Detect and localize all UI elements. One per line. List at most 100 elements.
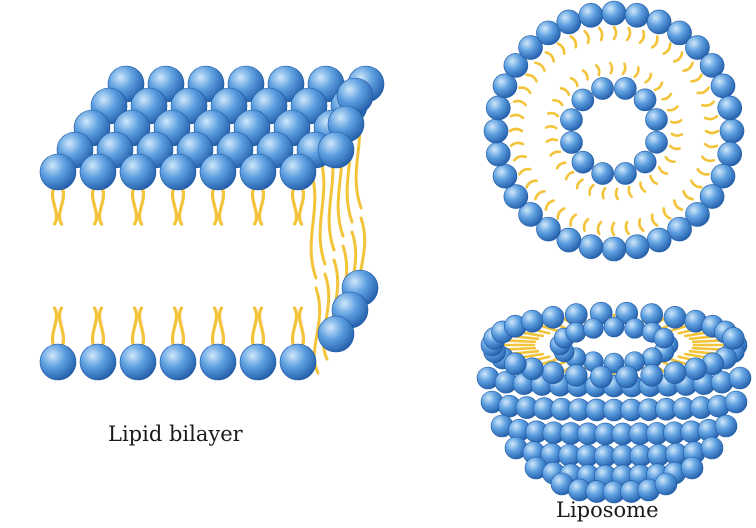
lipid-head <box>646 9 672 35</box>
lipid-tail <box>625 26 632 42</box>
lipid-head <box>541 361 565 385</box>
lipid-tail <box>596 220 603 236</box>
liposome-cross-section <box>483 0 745 262</box>
lipid-tail <box>690 179 703 189</box>
lipid-tail <box>508 127 524 133</box>
lipid-tail <box>638 217 645 233</box>
lipid-head <box>722 327 745 350</box>
lipid-tail <box>588 183 595 196</box>
lipid-head <box>724 390 748 414</box>
lipid-tail <box>170 306 179 350</box>
lipid-head <box>663 361 687 385</box>
lipid-tail <box>670 132 684 137</box>
lipid-head <box>541 305 565 329</box>
lipid-tail <box>581 69 589 81</box>
lipid-head <box>39 343 77 381</box>
lipid-tail <box>703 114 719 121</box>
lipid-head <box>699 184 725 209</box>
lipid-tail <box>668 144 682 151</box>
lipid-head <box>714 414 738 438</box>
lipid-head <box>603 316 625 338</box>
lipid-tail <box>657 166 669 175</box>
lipid-head <box>518 35 543 60</box>
lipid-head <box>503 352 527 376</box>
lipid-head <box>624 2 650 28</box>
lipid-tail <box>612 25 618 41</box>
lipid-tail <box>509 141 525 148</box>
lipid-head <box>317 315 355 353</box>
lipid-tail <box>638 29 646 45</box>
lipid-tail <box>650 213 659 227</box>
lipid-tail <box>90 184 99 226</box>
lipid-head <box>39 153 77 191</box>
lipid-tail <box>210 184 219 226</box>
lipid-head <box>614 162 637 185</box>
lipid-tail <box>682 61 694 73</box>
lipid-tail <box>608 61 614 75</box>
lipid-tail <box>664 155 676 164</box>
lipid-tail <box>317 152 327 266</box>
lipid-head <box>583 318 604 339</box>
lipid-tail <box>97 184 106 226</box>
lipid-tail <box>653 81 664 92</box>
lipid-head <box>591 77 614 100</box>
lipid-tail <box>569 213 578 227</box>
lipid-head <box>556 227 582 253</box>
lipid-bilayer-caption: Lipid bilayer <box>108 422 243 446</box>
lipid-tail <box>696 167 710 176</box>
lipid-tail <box>544 199 556 211</box>
lipid-tail <box>177 184 186 226</box>
lipid-head <box>710 73 736 99</box>
lipid-tail <box>649 174 659 186</box>
lipid-head <box>633 88 657 112</box>
lipid-tail <box>556 42 566 55</box>
lipid-head <box>564 364 588 387</box>
lipid-tail <box>250 306 259 350</box>
lipid-tail <box>290 184 299 226</box>
lipid-head <box>239 153 277 191</box>
lipid-tail <box>250 184 259 226</box>
lipid-head <box>684 357 707 381</box>
lipid-head <box>710 163 736 189</box>
lipid-head <box>492 163 518 189</box>
lipid-head <box>79 153 117 191</box>
lipid-tail <box>696 86 710 95</box>
lipid-head <box>560 131 583 154</box>
lipid-tail <box>661 92 673 101</box>
liposome-cutaway-hemisphere <box>476 301 752 504</box>
lipid-head <box>119 343 157 381</box>
lipid-head <box>536 216 561 242</box>
lipid-head <box>483 118 509 144</box>
lipid-tail <box>682 189 694 201</box>
lipid-head <box>556 9 582 35</box>
lipid-tail <box>666 105 679 112</box>
lipid-tail <box>217 306 226 350</box>
lipid-tail <box>601 187 607 200</box>
lipid-tail <box>644 72 653 84</box>
lipid-tail <box>582 217 590 233</box>
lipid-tail <box>597 26 604 42</box>
lipid-tail <box>534 61 546 73</box>
lipid-head <box>199 343 237 381</box>
lipid-tail <box>700 100 716 107</box>
lipid-tail <box>217 184 226 226</box>
lipid-head <box>633 150 657 174</box>
lipid-head <box>603 352 625 374</box>
lipid-head <box>615 365 639 389</box>
lipid-tail <box>672 51 684 63</box>
lipid-head <box>663 305 687 329</box>
lipid-tail <box>650 35 659 49</box>
lipid-tail <box>583 29 590 45</box>
lipid-tail <box>549 150 562 157</box>
liposome-caption: Liposome <box>556 498 659 522</box>
lipid-head <box>503 184 529 209</box>
lipid-head <box>199 153 237 191</box>
lipid-tail <box>177 306 186 350</box>
lipid-head <box>646 227 672 253</box>
lipid-tail <box>170 184 179 226</box>
lipid-tail <box>669 118 683 124</box>
lipid-head <box>279 153 317 191</box>
lipid-head <box>317 131 355 169</box>
lipid-tail <box>575 178 584 190</box>
